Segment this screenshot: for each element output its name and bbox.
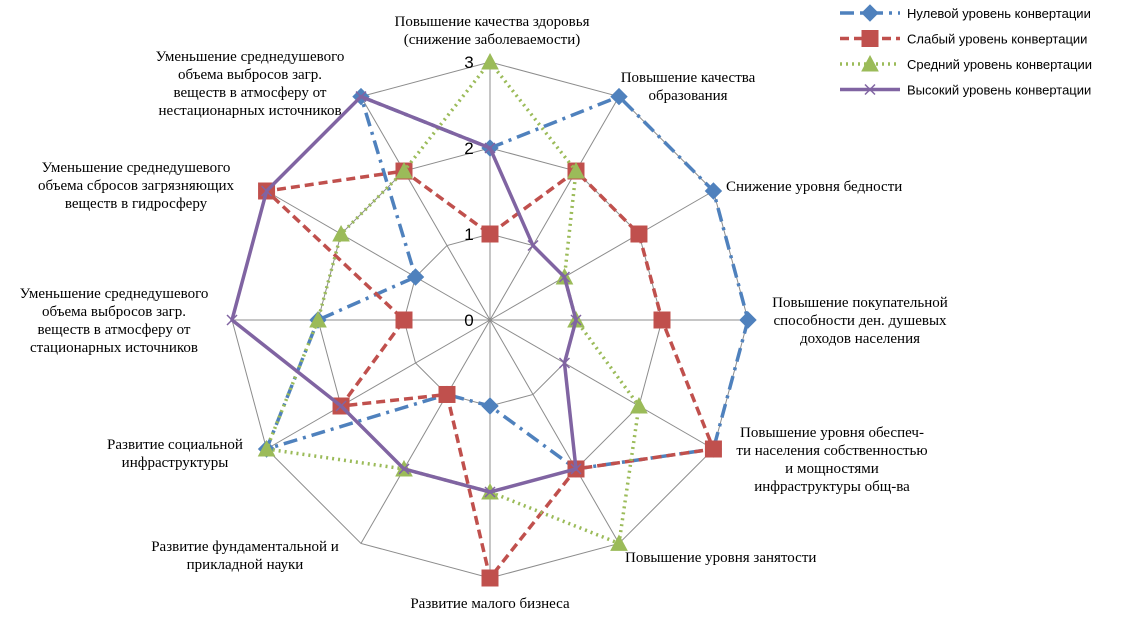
legend-item: Нулевой уровень конвертации: [840, 4, 1091, 22]
data-point: [570, 314, 582, 326]
data-point: [332, 224, 350, 242]
grid-spoke: [266, 190, 491, 321]
data-point: [864, 83, 876, 96]
radial-tick-labels: 0 1 2 3: [464, 53, 473, 330]
tick-label: 1: [464, 225, 473, 244]
data-point: [309, 310, 327, 328]
legend-label: Нулевой уровень конвертации: [907, 6, 1091, 21]
data-point: [484, 142, 496, 154]
data-point: [558, 271, 571, 283]
legend-label: Слабый уровень конвертации: [907, 32, 1087, 47]
data-point: [261, 185, 273, 197]
data-point: [861, 30, 879, 47]
data-point: [570, 463, 582, 475]
grid-spoke: [266, 319, 491, 450]
legend-item: Слабый уровень конвертации: [840, 30, 1087, 47]
tick-label: 0: [464, 311, 473, 330]
data-point: [610, 87, 628, 106]
series-1: [257, 87, 757, 478]
data-point: [630, 225, 648, 243]
legend-item: Средний уровень конвертации: [840, 54, 1092, 72]
data-point: [558, 357, 571, 369]
series-3: [257, 52, 648, 551]
grid-spoke: [489, 319, 620, 544]
data-point: [861, 54, 879, 72]
data-point: [630, 396, 648, 414]
data-point: [226, 314, 238, 326]
category-label: Повышение уровня занятости: [625, 550, 816, 566]
grid-spoke: [360, 319, 491, 544]
data-point: [395, 161, 413, 179]
category-label: Повышение уровня обеспеч-ти населения со…: [736, 425, 927, 495]
data-point: [704, 440, 722, 458]
grid-spoke: [489, 319, 714, 450]
data-point: [481, 52, 499, 70]
data-point: [395, 311, 413, 329]
data-point: [355, 91, 367, 103]
data-point: [406, 268, 425, 286]
data-point: [527, 239, 539, 252]
grid-spoke: [489, 96, 620, 321]
data-point: [567, 161, 585, 179]
tick-label: 2: [464, 139, 473, 158]
tick-label: 3: [464, 53, 473, 72]
grid-spoke: [360, 96, 491, 321]
data-point: [484, 486, 496, 498]
series-line: [230, 94, 578, 494]
category-label: Развитие малого бизнеса: [410, 596, 570, 612]
series-4: [226, 91, 582, 498]
data-point: [257, 439, 276, 457]
series-layer: [226, 52, 757, 587]
data-point: [481, 569, 499, 587]
data-point: [335, 400, 347, 412]
data-point: [653, 311, 671, 329]
data-point: [438, 385, 456, 403]
grid-spoke: [489, 190, 714, 321]
category-labels: Повышение качества здоровья(снижение заб…: [20, 14, 948, 612]
data-point: [739, 311, 757, 329]
data-point: [704, 182, 723, 200]
data-point: [610, 534, 628, 551]
legend-item: Высокий уровень конвертации: [840, 83, 1091, 98]
data-point: [861, 4, 879, 22]
category-label: Снижение уровня бедности: [726, 179, 902, 195]
legend-label: Высокий уровень конвертации: [907, 83, 1091, 98]
data-point: [481, 397, 499, 415]
data-point: [481, 225, 499, 243]
legend-label: Средний уровень конвертации: [907, 57, 1092, 72]
category-label: Повышение качества здоровья(снижение заб…: [395, 14, 590, 48]
data-point: [398, 463, 410, 475]
